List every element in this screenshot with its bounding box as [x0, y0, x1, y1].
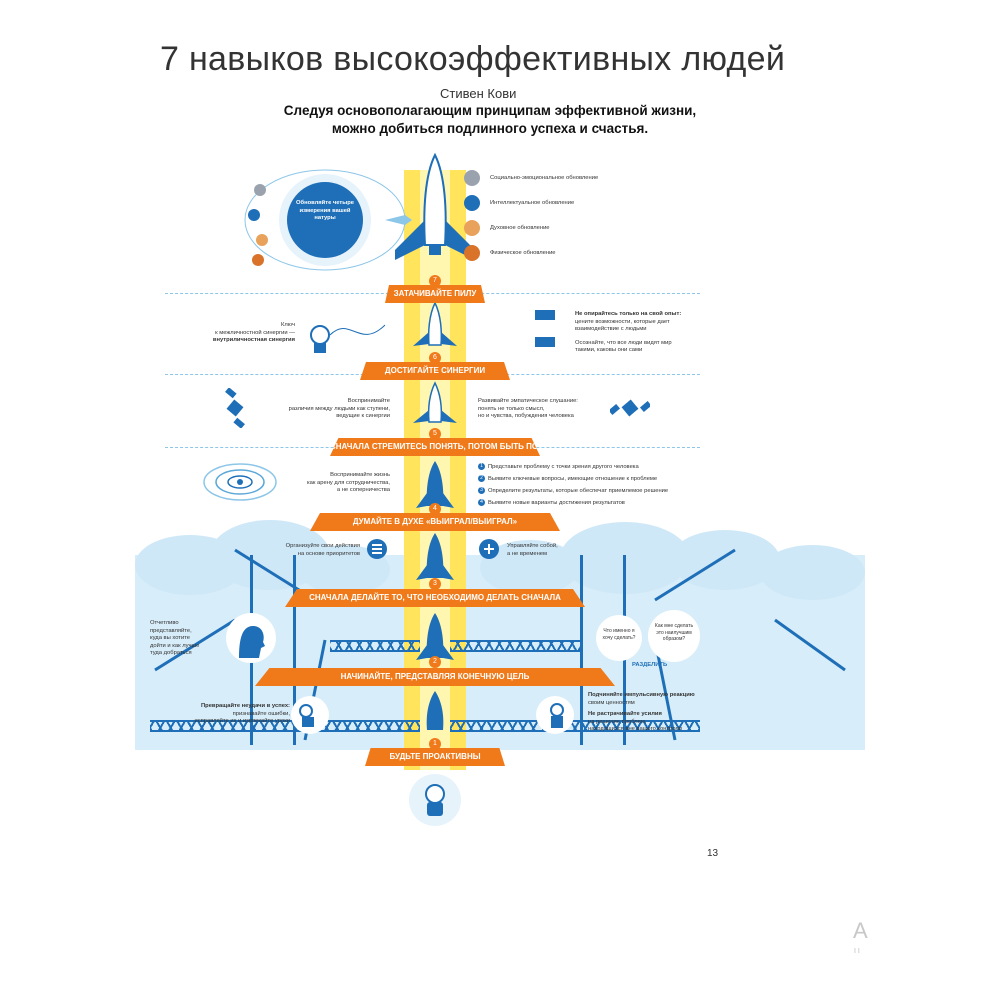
satellite-icon	[225, 388, 245, 428]
renewal-item-4: Физическое обновление	[490, 250, 556, 256]
habit-number-5: 5	[429, 428, 441, 440]
renewal-item-3: Духовное обновление	[490, 225, 550, 231]
priority-list-icon	[367, 539, 387, 559]
habit-number-7: 7	[429, 275, 441, 287]
habit-banner-2: НАЧИНАЙТЕ, ПРЕДСТАВЛЯЯ КОНЕЧНУЮ ЦЕЛЬ	[255, 668, 615, 686]
habit-banner-5: СНАЧАЛА СТРЕМИТЕСЬ ПОНЯТЬ, ПОТОМ БЫТЬ ПО…	[330, 438, 540, 456]
habit-number-3: 3	[429, 578, 441, 590]
habit-number-4: 4	[429, 503, 441, 515]
watermark-dots: I I	[854, 948, 860, 955]
habit-number-1: 1	[429, 738, 441, 750]
galaxy-icon	[203, 463, 277, 501]
head-profile-icon	[226, 613, 276, 663]
habit-banner-4: ДУМАЙТЕ В ДУХЕ «ВЫИГРАЛ/ВЫИГРАЛ»	[310, 513, 560, 531]
renewal-orbit-graphic	[244, 169, 412, 271]
publisher-watermark: А	[853, 918, 868, 943]
rocket-6	[413, 301, 457, 346]
habit-banner-1: БУДЬТЕ ПРОАКТИВНЫ	[365, 748, 505, 766]
question-bubble-text-1: Что именно я хочу сделать?	[602, 628, 636, 641]
renewal-item-2: Интеллектуальное обновление	[490, 200, 575, 206]
renewal-planets	[464, 170, 480, 261]
page-subtitle: Следуя основополагающим принципам эффект…	[250, 102, 730, 138]
synergy-right-text: Не опирайтесь только на свой опыт: ценит…	[575, 311, 682, 353]
rocket-1	[426, 691, 444, 730]
astronaut-tether-icon	[310, 324, 386, 353]
astronaut-base-icon	[409, 774, 461, 826]
rocket-5	[413, 381, 457, 423]
rocket-3	[416, 533, 454, 580]
cloud	[760, 545, 865, 600]
end-left-text: Отчетливо представляйте, куда вы хотите …	[150, 620, 200, 656]
habit-banner-6: ДОСТИГАЙТЕ СИНЕРГИИ	[360, 362, 510, 380]
author-name: Стивен Кови	[440, 86, 517, 101]
page-title: 7 навыков высокоэффективных людей	[160, 40, 786, 78]
question-bubble	[648, 610, 700, 662]
understand-left-text: Воспринимайте различия между людьми как …	[288, 398, 390, 419]
rocket-2	[416, 613, 454, 660]
truss-left-low	[150, 720, 420, 732]
truss-right-low	[450, 720, 700, 732]
understand-right-text: Развивайте эмпатическое слушание: понять…	[478, 398, 578, 419]
habit-number-6: 6	[429, 352, 441, 364]
astronaut-control-icon	[536, 696, 574, 734]
page-number: 13	[707, 848, 719, 859]
satellite-icons	[535, 310, 555, 347]
astronaut-repair-icon	[291, 696, 329, 734]
self-management-icon	[479, 539, 499, 559]
truss-right-mid	[450, 640, 580, 652]
proactive-left-text: Превращайте неудачи в успех: признавайте…	[194, 703, 290, 724]
renewal-circle-text: Обновляйте четыре измерения вашей натуры	[296, 200, 354, 221]
subtitle-line-1: Следуя основополагающим принципам эффект…	[283, 103, 697, 118]
question-bubble	[596, 615, 642, 661]
first-left-text: Организуйте свои действия на основе прио…	[285, 543, 360, 557]
divide-label: РАЗДЕЛИТЬ	[632, 662, 668, 668]
renewal-item-1: Социально-эмоциональное обновление	[490, 175, 599, 181]
question-bubble-text-2: Как мне сделать это наилучшим образом?	[654, 623, 694, 642]
proactive-right-text: Подчиняйте импульсивную реакцию своим це…	[588, 692, 695, 732]
subtitle-line-2: можно добиться подлинного успеха и счаст…	[331, 121, 649, 136]
winwin-left-text: Воспринимайте жизнь как арену для сотруд…	[307, 472, 390, 493]
habit-banner-7: ЗАТАЧИВАЙТЕ ПИЛУ	[385, 285, 485, 303]
habit-banner-3: СНАЧАЛА ДЕЛАЙТЕ ТО, ЧТО НЕОБХОДИМО ДЕЛАТ…	[285, 589, 585, 607]
synergy-left-text: Ключ к межличностной синергии — внутрили…	[212, 322, 295, 343]
habit-number-2: 2	[429, 656, 441, 668]
first-right-text: Управляйте собой, а не временем	[507, 543, 558, 557]
satellite-icon	[610, 399, 650, 417]
truss-left-mid	[330, 640, 420, 652]
rocket-4	[416, 461, 454, 508]
